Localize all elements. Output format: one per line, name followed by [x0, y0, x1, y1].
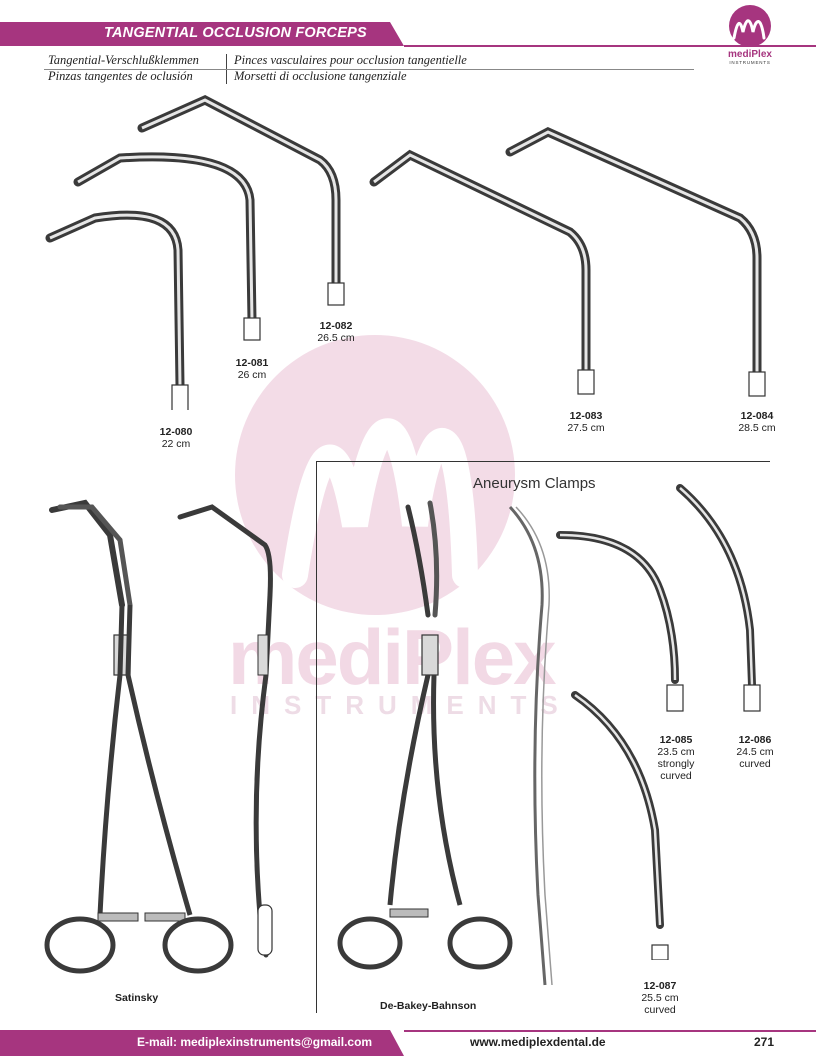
product-code: 12-085 — [659, 734, 693, 746]
product-code: 12-087 — [643, 980, 677, 992]
product-size: 26.5 cm — [317, 332, 355, 344]
footer-band — [0, 1030, 404, 1056]
instrument-12-081 — [73, 152, 261, 341]
forceps-illustrations — [45, 95, 766, 410]
product-12-084: 12-084 28.5 cm — [722, 410, 792, 434]
product-code: 12-080 — [159, 426, 193, 438]
aneurysm-title: Aneurysm Clamps — [473, 475, 596, 492]
product-12-080: 12-080 22 cm — [141, 426, 211, 450]
product-12-087: 12-087 25.5 cm curved — [625, 980, 695, 1016]
watermark-logo — [235, 335, 515, 615]
product-12-085: 12-085 23.5 cm strongly curved — [641, 734, 711, 782]
product-code: 12-082 — [319, 320, 353, 332]
logo-mark-icon — [729, 5, 771, 47]
logo-brand: mediPlex — [728, 49, 772, 60]
footer-email[interactable]: E-mail: mediplexinstruments@gmail.com — [137, 1035, 373, 1049]
product-note: curved — [660, 770, 692, 782]
product-size: 22 cm — [161, 438, 191, 450]
product-code: 12-084 — [740, 410, 774, 422]
product-12-082: 12-082 26.5 cm — [301, 320, 371, 344]
watermark-subtext: INSTRUMENTS — [230, 690, 572, 720]
instrument-12-082 — [137, 95, 345, 306]
subtitle-spanish: Pinzas tangentes de oclusión — [48, 69, 193, 83]
aneurysm-box-border-top — [316, 461, 770, 462]
logo-tagline: INSTRUMENTS — [729, 60, 771, 65]
product-size: 26 cm — [237, 369, 267, 381]
watermark-word: mediPlex — [228, 613, 557, 701]
footer-website[interactable]: www.mediplexdental.de — [470, 1035, 606, 1049]
product-note: curved — [739, 758, 771, 770]
page-title: TANGENTIAL OCCLUSION FORCEPS — [104, 25, 367, 41]
subtitle-french: Pinces vasculaires pour occlusion tangen… — [234, 53, 467, 67]
product-note: curved — [644, 1004, 676, 1016]
instrument-12-083 — [369, 149, 595, 395]
debakey-label: De-Bakey-Bahnson — [380, 1000, 477, 1012]
product-size: 27.5 cm — [567, 422, 605, 434]
product-size: 24.5 cm — [736, 746, 774, 758]
product-12-081: 12-081 26 cm — [217, 357, 287, 381]
subtitle-italian: Morsetti di occlusione tangenziale — [234, 69, 407, 83]
subtitle-german: Tangential-Verschlußklemmen — [48, 53, 199, 67]
footer-rule — [404, 1030, 816, 1032]
satinsky-illustration — [44, 499, 273, 974]
aneurysm-clamp-illustrations — [556, 484, 761, 960]
title-band — [0, 22, 404, 46]
aneurysm-box-border-left — [316, 461, 317, 1013]
debakey-illustration — [337, 500, 553, 986]
product-size: 25.5 cm — [641, 992, 679, 1004]
product-note: strongly — [657, 758, 695, 770]
product-12-086: 12-086 24.5 cm curved — [720, 734, 790, 770]
page-number: 271 — [754, 1035, 775, 1049]
subtitle-underline — [44, 69, 694, 70]
product-12-083: 12-083 27.5 cm — [551, 410, 621, 434]
brand-logo: mediPlex INSTRUMENTS — [720, 4, 780, 68]
product-size: 28.5 cm — [738, 422, 776, 434]
header-rule — [404, 45, 816, 47]
product-code: 12-086 — [738, 734, 772, 746]
product-code: 12-083 — [569, 410, 603, 422]
instrument-12-080 — [45, 210, 189, 410]
instrument-12-084 — [505, 126, 766, 397]
product-code: 12-081 — [235, 357, 269, 369]
product-size: 23.5 cm — [657, 746, 695, 758]
satinsky-label: Satinsky — [115, 992, 159, 1004]
